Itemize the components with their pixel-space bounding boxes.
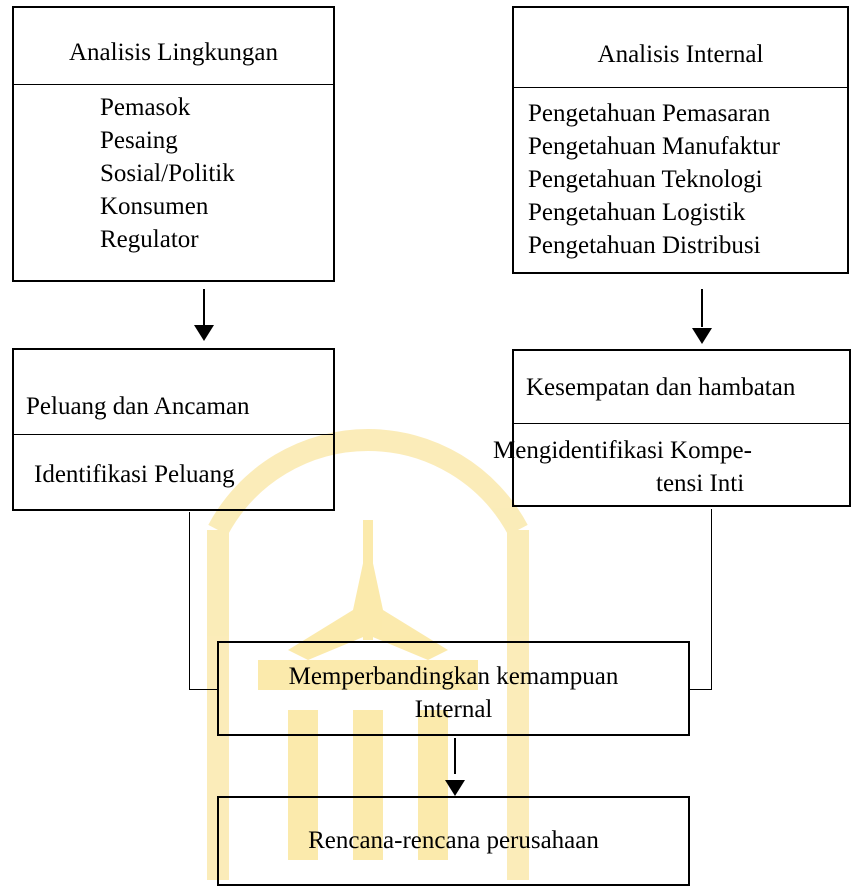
arrow-compare-to-plan-head <box>445 780 465 796</box>
environment-factor-list: Pemasok Pesaing Sosial/Politik Konsumen … <box>100 91 235 256</box>
list-item: Konsumen <box>100 193 209 220</box>
arrow-env-to-opportunity-shaft <box>203 289 205 327</box>
core-competence-line1: Mengidentifikasi Kompe- <box>493 437 752 464</box>
environment-analysis-box: Analisis Lingkungan Pemasok Pesaing Sosi… <box>12 6 335 282</box>
environment-analysis-title: Analisis Lingkungan <box>68 39 278 66</box>
list-item: Pengetahuan Manufaktur <box>528 133 781 160</box>
company-plan-label: Rencana-rencana perusahaan <box>308 827 599 854</box>
compare-capability-box: Memperbandingkan kemampuan Internal <box>217 641 690 736</box>
internal-analysis-box: Analisis Internal Pengetahuan Pemasaran … <box>512 6 849 274</box>
chance-barrier-title: Kesempatan dan hambatan <box>526 374 796 401</box>
opportunity-threat-box: Peluang dan Ancaman Identifikasi Peluang <box>12 348 335 511</box>
list-item: Pengetahuan Pemasaran <box>528 100 771 127</box>
environment-analysis-divider <box>14 84 333 85</box>
list-item: Pesaing <box>100 127 178 154</box>
opportunity-identification-text: Identifikasi Peluang <box>34 461 235 488</box>
list-item: Pengetahuan Teknologi <box>528 166 763 193</box>
arrow-env-to-opportunity-head <box>194 325 214 341</box>
chance-barrier-divider <box>514 423 849 424</box>
connector-right-vertical <box>711 509 712 689</box>
compare-capability-line2: Internal <box>414 696 493 723</box>
company-plan-box: Rencana-rencana perusahaan <box>217 796 690 886</box>
core-competence-line2: tensi Inti <box>656 470 745 497</box>
arrow-compare-to-plan-shaft <box>454 738 456 774</box>
arrow-internal-to-chance-shaft <box>701 289 703 327</box>
arrow-internal-to-chance-head <box>692 328 712 344</box>
internal-knowledge-list: Pengetahuan Pemasaran Pengetahuan Manufa… <box>528 97 780 262</box>
list-item: Sosial/Politik <box>100 160 235 187</box>
list-item: Pengetahuan Logistik <box>528 199 746 226</box>
connector-left-horizontal <box>189 689 219 690</box>
chance-barrier-box: Kesempatan dan hambatan <box>512 349 851 507</box>
list-item: Regulator <box>100 226 199 253</box>
connector-left-vertical <box>189 512 190 690</box>
internal-analysis-title: Analisis Internal <box>597 41 764 68</box>
internal-analysis-divider <box>514 87 847 88</box>
compare-capability-line1: Memperbandingkan kemampuan <box>288 663 619 690</box>
connector-right-horizontal <box>690 689 712 690</box>
opportunity-threat-divider <box>14 434 333 435</box>
list-item: Pengetahuan Distribusi <box>528 232 761 259</box>
opportunity-threat-title: Peluang dan Ancaman <box>26 393 250 420</box>
list-item: Pemasok <box>100 94 191 121</box>
